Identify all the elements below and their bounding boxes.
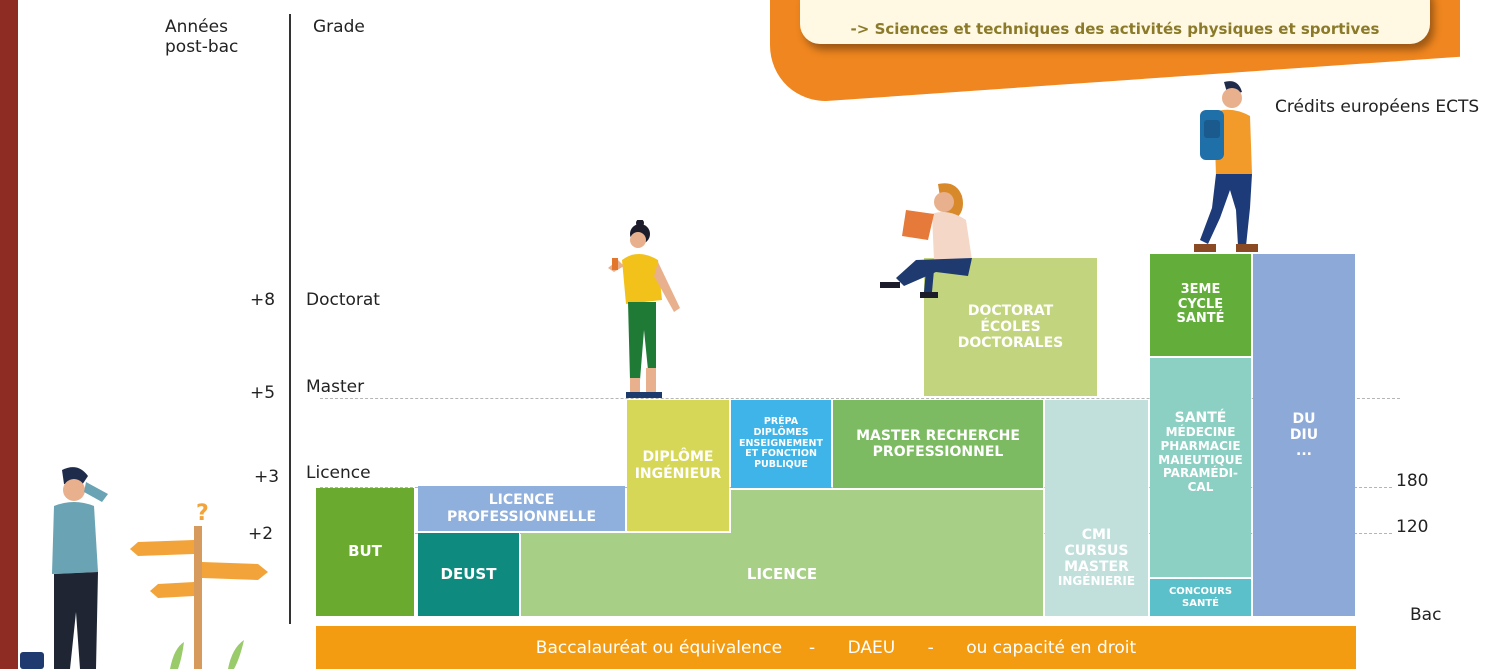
year-tick-label: +5: [250, 383, 276, 403]
grade-tick-label: Master: [306, 377, 365, 397]
credits-180-label: 180: [1396, 471, 1429, 491]
sante-block: SANTÉ MÉDECINE PHARMACIE MAIEUTIQUE PARA…: [1150, 358, 1251, 577]
cmi-label-1: CMI: [1081, 526, 1112, 543]
but-block: BUT: [316, 488, 414, 616]
sante-label-3: PHARMACIE: [1160, 438, 1241, 453]
years-axis-header: Années post-bac: [165, 17, 238, 58]
but-label: BUT: [348, 542, 382, 561]
cmi-label-4: INGÉNIERIE: [1057, 574, 1136, 589]
sante-label-6: CAL: [1187, 480, 1214, 495]
licence-block-upper: [731, 490, 1043, 535]
prepa-label-3: ENSEIGNEMENT: [739, 437, 823, 449]
doctorat-label-2: ÉCOLES: [980, 318, 1041, 335]
cmi-block: CMI CURSUS MASTER INGÉNIERIE: [1045, 400, 1148, 616]
left-brand-bar: [0, 0, 18, 669]
sante-label-4: MAIEUTIQUE: [1158, 452, 1243, 467]
sante3-label-1: 3EME: [1180, 281, 1221, 297]
note-card: -> Sciences et techniques des activités …: [800, 0, 1430, 44]
cmi-label-3: MASTER: [1064, 559, 1129, 576]
master-block: MASTER RECHERCHE PROFESSIONNEL: [833, 400, 1043, 488]
du-label-3: ...: [1296, 443, 1312, 460]
ingenieur-label-2: INGÉNIEUR: [634, 465, 722, 482]
credits-120-label: 120: [1396, 517, 1429, 537]
concours-label-2: SANTÉ: [1182, 597, 1219, 609]
doctorat-label-3: DOCTORALES: [957, 335, 1064, 352]
years-label-line2: post-bac: [165, 37, 239, 58]
licence-block: LICENCE: [521, 533, 1043, 616]
du-diu-block: DU DIU ...: [1253, 254, 1355, 616]
ects-axis-header: Crédits européens ECTS: [1275, 97, 1480, 117]
student-backpack-illustration: [1194, 81, 1258, 252]
sante-label-1: SANTÉ: [1174, 410, 1227, 426]
licence-pro-label-1: LICENCE: [488, 492, 555, 509]
year-tick-label: +2: [248, 524, 274, 544]
grade-tick-label: Doctorat: [306, 290, 380, 310]
ingenieur-label-1: DIPLÔME: [642, 449, 714, 466]
troisieme-cycle-sante-block: 3EME CYCLE SANTÉ: [1150, 254, 1251, 356]
student-laptop-illustration: [880, 183, 972, 298]
doctorat-label-1: DOCTORAT: [967, 302, 1054, 319]
student-standing-illustration: [608, 220, 680, 398]
sante3-label-3: SANTÉ: [1176, 311, 1225, 327]
prepa-label-1: PRÉPA: [763, 415, 799, 427]
master-label-2: PROFESSIONNEL: [872, 444, 1004, 460]
master-level-line: [320, 398, 1400, 399]
grade-tick-label: Licence: [306, 463, 371, 483]
prepa-label-4: ET FONCTION: [745, 448, 817, 460]
prepa-block: PRÉPA DIPLÔMES ENSEIGNEMENT ET FONCTION …: [731, 400, 831, 488]
baccalaureat-bar: Baccalauréat ou équivalence - DAEU - ou …: [316, 626, 1356, 669]
year-tick-label: +3: [254, 467, 280, 487]
svg-text:?: ?: [196, 501, 209, 526]
bac-label: Bac: [1410, 605, 1442, 625]
deust-label: DEUST: [440, 564, 497, 583]
concours-label-1: CONCOURS: [1168, 586, 1233, 597]
prepa-label-5: PUBLIQUE: [754, 459, 808, 471]
sante3-label-2: CYCLE: [1177, 296, 1224, 312]
cmi-label-2: CURSUS: [1064, 543, 1129, 560]
vertical-axis: [289, 14, 291, 624]
prepa-label-2: DIPLÔMES: [753, 426, 809, 438]
licence-pro-label-2: PROFESSIONNELLE: [446, 508, 597, 525]
student-signpost-illustration: ?: [20, 467, 268, 669]
note-text: -> Sciences et techniques des activités …: [850, 20, 1380, 38]
licence-label: LICENCE: [746, 564, 818, 583]
sante-label-2: MÉDECINE: [1165, 425, 1236, 440]
grade-axis-header: Grade: [313, 17, 365, 37]
licence-pro-block: LICENCE PROFESSIONNELLE: [418, 486, 625, 531]
deust-block: DEUST: [418, 533, 519, 616]
sante-label-5: PARAMÉDI-: [1162, 466, 1239, 481]
doctorat-block: DOCTORAT ÉCOLES DOCTORALES: [924, 258, 1097, 396]
master-label-1: MASTER RECHERCHE: [856, 427, 1020, 444]
concours-sante-block: CONCOURS SANTÉ: [1150, 579, 1251, 616]
du-label-1: DU: [1292, 410, 1316, 427]
du-label-2: DIU: [1289, 426, 1319, 443]
year-tick-label: +8: [250, 290, 276, 310]
diplome-ingenieur-block: DIPLÔME INGÉNIEUR: [627, 400, 729, 531]
years-label-line1: Années: [165, 17, 228, 37]
